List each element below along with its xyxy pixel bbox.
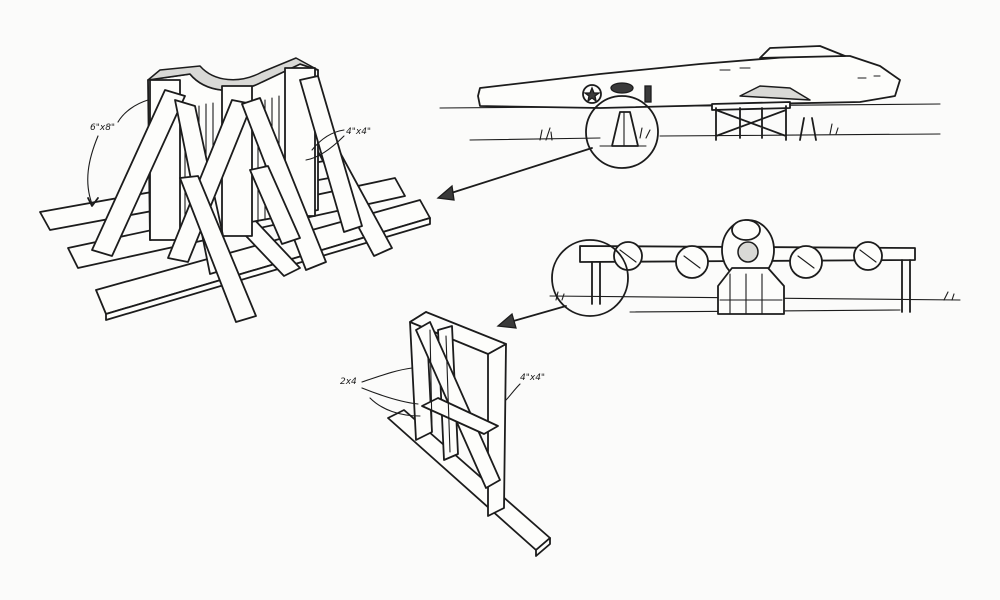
- stand-top-beam: [711, 101, 791, 111]
- cradle-board-callout: 6"x8": [87, 99, 149, 207]
- airplane-front-view: [496, 219, 961, 329]
- wingtip-support-left: [591, 261, 601, 305]
- arrowhead-icon: [436, 184, 455, 201]
- cradle-brace: [299, 75, 363, 233]
- pointer-arrow-line: [447, 147, 593, 195]
- leader-arrowhead: [87, 197, 99, 207]
- leader-line: [117, 99, 149, 123]
- cradle-post-callout: 4"x4": [305, 127, 371, 161]
- nacelle-mark: [610, 82, 634, 94]
- propeller-marks: [619, 249, 877, 269]
- cockpit-front: [731, 219, 761, 241]
- magnified-stand-detail: [599, 111, 647, 147]
- leader-line: [369, 397, 421, 417]
- leader-line: [87, 135, 99, 205]
- star-insignia-icon: [582, 84, 602, 104]
- center-support-stand: [717, 267, 785, 315]
- cradle-brace: [249, 165, 301, 245]
- tail-gear-strut: [644, 85, 652, 103]
- saddle-top-curve: [147, 57, 319, 92]
- stand-base-board-end: [535, 537, 551, 557]
- leader-line: [305, 135, 345, 161]
- cradle-brace: [91, 89, 186, 257]
- stand-brace-callout: 2x4: [340, 367, 421, 417]
- cockpit-canopy: [759, 45, 846, 59]
- center-stand-detail: [719, 273, 783, 315]
- cradle-brace: [179, 175, 257, 323]
- stand-cross-brace: [421, 397, 499, 435]
- detail-magnifier-circle: [585, 95, 659, 169]
- wingtip-support-right: [901, 259, 911, 313]
- fuselage: [477, 55, 901, 109]
- nose-turret: [737, 241, 759, 263]
- cradle-board-dim-label: 6"x8": [90, 123, 115, 133]
- wingtip-stand: 2x4 4"x4": [340, 311, 551, 557]
- support-stand-frame: [715, 105, 787, 141]
- magnified-stand: [611, 111, 639, 147]
- leader-line: [505, 383, 521, 401]
- star-icon: [583, 86, 601, 103]
- stand-brace-dim-label: 2x4: [340, 377, 357, 387]
- stand-detail-lines: [429, 329, 451, 453]
- wing-root: [739, 85, 811, 101]
- grass-tufts: [539, 123, 839, 141]
- leader-line: [361, 387, 419, 405]
- nose-support: [799, 117, 817, 141]
- cradle-post-dim-label: 4"x4": [346, 127, 371, 137]
- arrowhead-icon: [496, 312, 517, 329]
- window-marks: [719, 67, 881, 79]
- airplane-side-view: [436, 45, 941, 201]
- detail-magnifier-circle: [551, 239, 629, 317]
- stand-post-dim-label: 4"x4": [520, 373, 545, 383]
- pointer-arrow-line: [509, 305, 567, 323]
- leader-line: [361, 367, 413, 383]
- leader-line: [311, 129, 345, 151]
- stand-diagonal-brace: [415, 321, 501, 489]
- stand-post-callout: 4"x4": [505, 373, 545, 401]
- stand-top-rail: [409, 311, 507, 355]
- fuselage-cradle: 6"x8" 4"x4": [39, 57, 431, 323]
